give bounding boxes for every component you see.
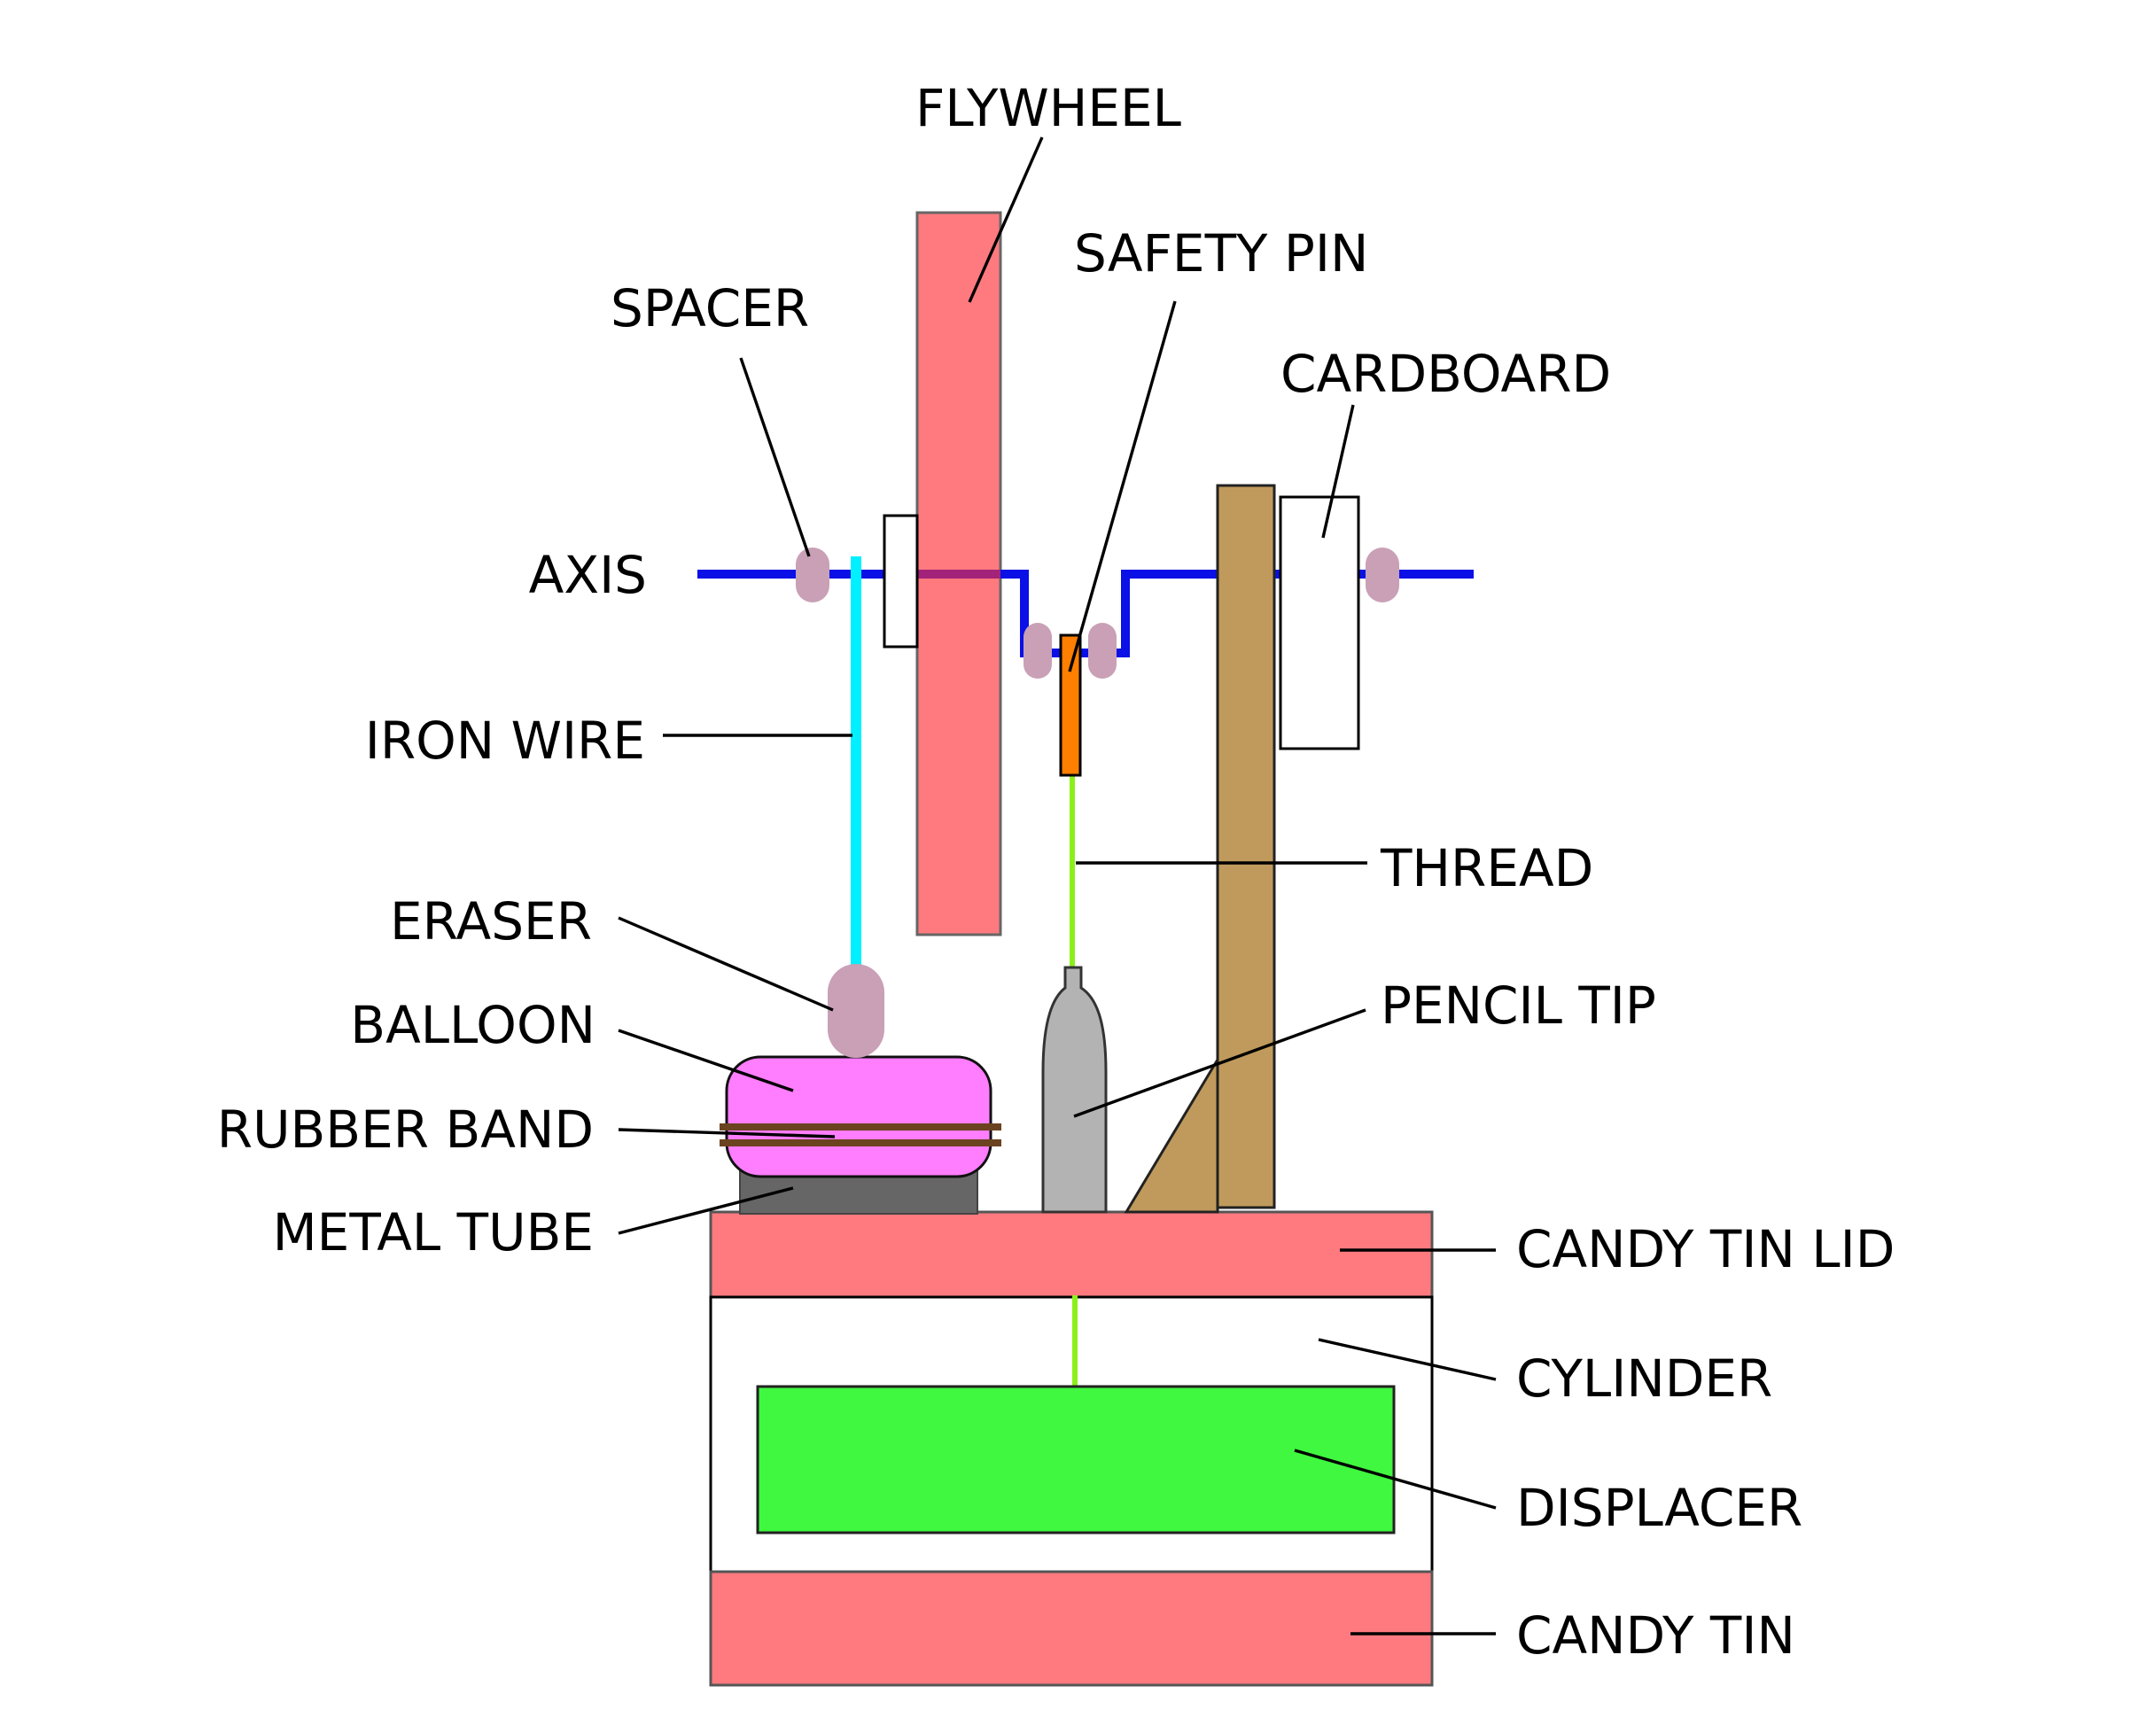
label-cardboard: CARDBOARD	[1280, 344, 1611, 404]
spacer-left	[796, 548, 829, 602]
leader-balloon	[618, 1029, 794, 1092]
label-eraser: ERASER	[390, 891, 592, 952]
leader-spacer	[739, 357, 811, 557]
candy-tin	[709, 1570, 1434, 1687]
label-rubber-band: RUBBER BAND	[217, 1099, 594, 1160]
label-displacer: DISPLACER	[1516, 1478, 1802, 1538]
candy-tin-lid	[709, 1210, 1434, 1299]
label-safety-pin: SAFETY PIN	[1074, 223, 1368, 284]
leader-displacer	[1294, 1449, 1497, 1510]
cardboard-post	[1216, 484, 1276, 1209]
leader-eraser	[618, 916, 834, 1012]
leader-rubber-band	[618, 1128, 836, 1138]
cardboard-brace	[1124, 1054, 1219, 1214]
leader-safety-pin	[1068, 300, 1177, 672]
label-metal-tube: METAL TUBE	[273, 1202, 594, 1262]
label-balloon: BALLOON	[350, 995, 595, 1055]
leader-metal-tube	[618, 1186, 794, 1235]
cardboard-bearing	[1279, 495, 1360, 750]
label-cylinder: CYLINDER	[1516, 1348, 1772, 1409]
flywheel-spacer	[883, 514, 919, 649]
label-pencil-tip: PENCIL TIP	[1381, 975, 1656, 1036]
label-candy-tin-lid: CANDY TIN LID	[1516, 1219, 1895, 1279]
safety-pin	[1059, 633, 1082, 777]
label-axis: AXIS	[529, 545, 647, 605]
label-candy-tin: CANDY TIN	[1516, 1605, 1795, 1666]
eraser	[828, 964, 884, 1058]
leader-cardboard	[1321, 404, 1355, 539]
leader-flywheel	[968, 136, 1044, 303]
displacer	[756, 1385, 1396, 1534]
label-flywheel: FLYWHEEL	[915, 78, 1181, 138]
spacer-crank-left	[1024, 623, 1052, 679]
spacer-crank-right	[1088, 623, 1117, 679]
label-thread: THREAD	[1380, 838, 1593, 898]
leader-cylinder	[1318, 1338, 1497, 1381]
label-iron-wire: IRON WIRE	[365, 711, 645, 771]
leader-pencil-tip	[1073, 1008, 1366, 1118]
balloon	[725, 1055, 992, 1178]
spacer-right	[1366, 548, 1399, 602]
label-spacer: SPACER	[611, 278, 809, 338]
pencil-tip	[1041, 966, 1108, 1214]
